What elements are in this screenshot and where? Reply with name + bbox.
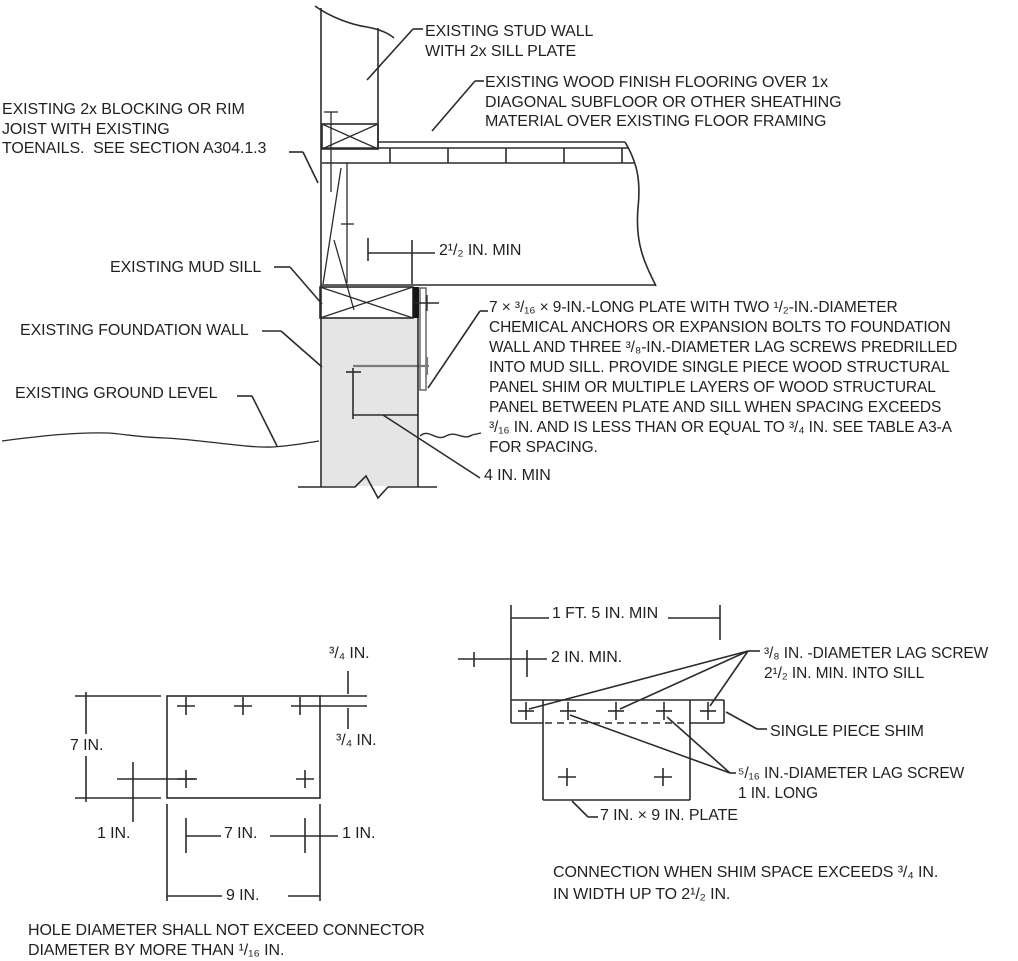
dim-label-4-in-min: 4 IN. MIN xyxy=(484,467,551,484)
dim-label-edge-left-1-in: 1 IN. xyxy=(97,825,131,842)
label-existing-mud-sill: EXISTING MUD SILL xyxy=(110,259,262,276)
hole-crosses xyxy=(177,697,314,788)
wall-break-line xyxy=(314,5,395,39)
label-single-piece-shim: SINGLE PIECE SHIM xyxy=(770,723,924,740)
retrofit-plate-strip xyxy=(419,287,427,391)
shim-screw-crosses xyxy=(518,702,716,720)
dim-label-three-quarter-side: ³/₄ IN. xyxy=(336,732,377,749)
dim-label-width-9-in: 9 IN. xyxy=(226,887,260,904)
label-existing-flooring: EXISTING WOOD FINISH FLOORING OVER 1x DI… xyxy=(485,74,842,130)
dim-label-spacing-7-in: 7 IN. xyxy=(224,825,258,842)
label-existing-stud-wall: EXISTING STUD WALL WITH 2x SILL PLATE xyxy=(425,23,594,60)
dim-4-in xyxy=(346,368,418,419)
label-existing-foundation: EXISTING FOUNDATION WALL xyxy=(20,322,249,339)
plate-screw-crosses xyxy=(558,768,672,786)
dim-label-height-7-in: 7 IN. xyxy=(70,737,104,754)
label-lag-screw-5-16: ⁵/₁₆ IN.-DIAMETER LAG SCREW 1 IN. LONG xyxy=(738,765,965,802)
label-connection-caption: CONNECTION WHEN SHIM SPACE EXCEEDS ³/₄ I… xyxy=(553,864,939,903)
dim-label-1ft-5in-min: 1 FT. 5 IN. MIN xyxy=(552,605,659,622)
squiggle-leader xyxy=(419,432,482,439)
label-lag-screw-3-8: ³/₈ IN. -DIAMETER LAG SCREW 2¹/₂ IN. MIN… xyxy=(764,645,989,682)
label-7x9-plate: 7 IN. × 9 IN. PLATE xyxy=(600,807,738,824)
label-plate-note: 7 × ³/₁₆ × 9-IN.-LONG PLATE WITH TWO ¹/₂… xyxy=(489,299,958,456)
leader-lines xyxy=(237,28,488,479)
dim-label-three-quarter-top: ³/₄ IN. xyxy=(329,645,370,662)
shim-leader-lines xyxy=(528,650,767,818)
dim-label-edge-right-1-in: 1 IN. xyxy=(342,825,376,842)
plate-dimension-lines xyxy=(75,671,367,901)
label-existing-ground: EXISTING GROUND LEVEL xyxy=(15,385,218,402)
foundation-bottom-break xyxy=(298,474,437,500)
shim-outline xyxy=(510,699,725,724)
label-hole-diameter-note: HOLE DIAMETER SHALL NOT EXCEED CONNECTOR… xyxy=(28,922,425,959)
dim-2-5-in xyxy=(367,238,435,284)
dim-label-2-5-in-min: 2¹/₂ IN. MIN xyxy=(439,242,522,259)
label-existing-blocking: EXISTING 2x BLOCKING OR RIM JOIST WITH E… xyxy=(2,101,267,157)
plank-joint-ticks xyxy=(389,148,623,163)
toenail-diagonal-icon xyxy=(322,167,342,285)
floor-break-line xyxy=(624,141,657,287)
plate-face-detail xyxy=(75,671,367,901)
plate-outline-front xyxy=(542,700,691,801)
shim-connection-detail xyxy=(458,605,767,818)
dim-label-2-in-min: 2 IN. MIN. xyxy=(551,649,623,666)
foundation-wall-fill xyxy=(322,318,418,486)
sill-plate-box xyxy=(321,123,379,150)
shim-dimension-lines xyxy=(458,605,721,700)
ground-line xyxy=(1,432,320,448)
toenail-diagonal-icon xyxy=(333,239,355,311)
plate-outline xyxy=(166,695,321,799)
main-section-detail xyxy=(1,5,657,500)
